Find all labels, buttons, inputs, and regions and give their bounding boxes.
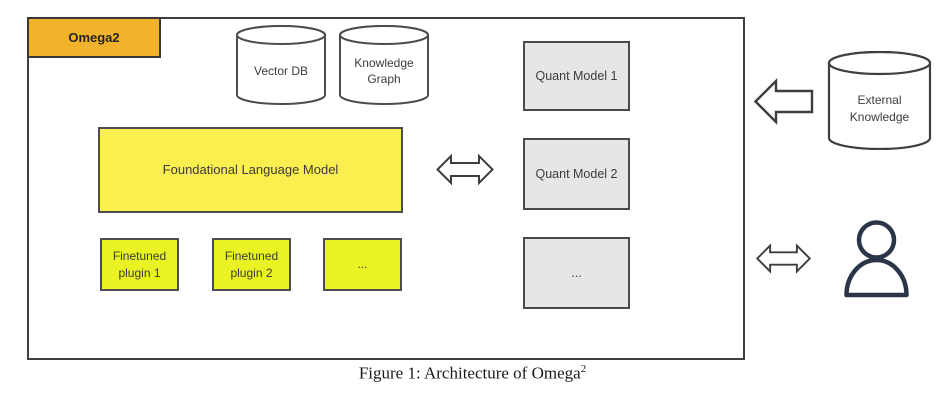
external-knowledge-cylinder: External Knowledge — [827, 51, 932, 150]
finetuned-plugin-2-box: Finetuned plugin 2 — [212, 238, 291, 291]
finetuned-plugin-1-label: Finetuned plugin 1 — [112, 249, 167, 280]
quant-model-1-box: Quant Model 1 — [523, 41, 630, 111]
bidirectional-arrow-icon — [436, 153, 494, 186]
external-knowledge-label: External Knowledge — [849, 93, 910, 124]
left-arrow-icon — [754, 78, 814, 125]
quant-model-2-box: Quant Model 2 — [523, 138, 630, 210]
database-icon — [339, 25, 429, 105]
person-icon — [844, 220, 909, 298]
system-title-label: Omega2 — [68, 30, 120, 45]
knowledge-graph-cylinder: Knowledge Graph — [338, 24, 430, 106]
finetuned-plugin-more-label: ... — [357, 257, 368, 272]
quant-model-2-label: Quant Model 2 — [535, 166, 618, 181]
user-link — [751, 237, 816, 280]
figure-caption: Figure 1: Architecture of Omega2 — [0, 363, 945, 384]
database-icon — [827, 51, 932, 150]
bidirectional-arrow-icon — [755, 243, 812, 274]
system-title-badge: Omega2 — [27, 17, 161, 58]
finetuned-plugin-1-box: Finetuned plugin 1 — [100, 238, 179, 291]
figure-caption-superscript: 2 — [580, 363, 587, 375]
foundational-language-model-label: Foundational Language Model — [162, 162, 339, 178]
vector-db-cylinder: Vector DB — [235, 24, 327, 106]
finetuned-plugin-2-label: Finetuned plugin 2 — [224, 249, 279, 280]
foundational-language-model-box: Foundational Language Model — [98, 127, 403, 213]
knowledge-graph-label: Knowledge Graph — [354, 55, 414, 86]
user-figure — [842, 217, 911, 298]
vector-db-label: Vector DB — [253, 63, 309, 78]
quant-model-more-label: ... — [571, 265, 582, 280]
finetuned-plugin-more-box: ... — [323, 238, 402, 291]
quant-model-more-box: ... — [523, 237, 630, 309]
figure-caption-text: Figure 1: Architecture of Omega — [358, 363, 581, 383]
database-icon — [236, 25, 326, 105]
quant-model-1-label: Quant Model 1 — [535, 68, 618, 83]
flm-quant-link — [436, 147, 494, 192]
external-knowledge-link — [754, 76, 814, 127]
